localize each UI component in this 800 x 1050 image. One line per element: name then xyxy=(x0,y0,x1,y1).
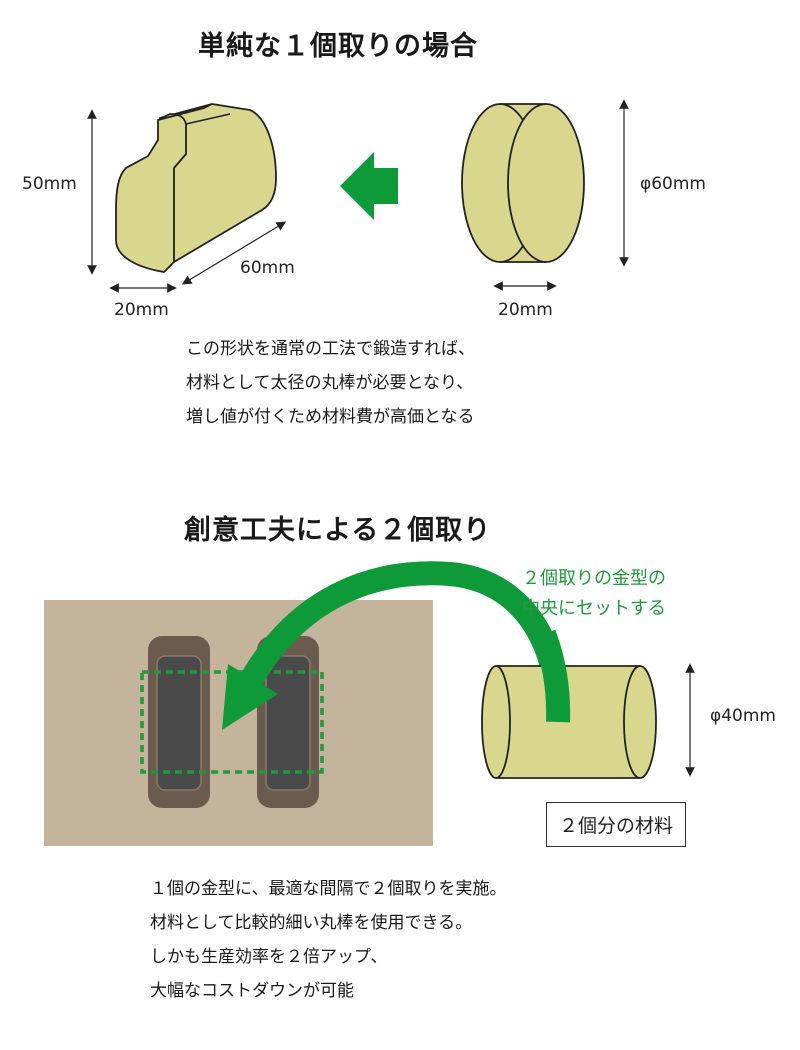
diameter-label-small: φ40mm xyxy=(710,706,776,726)
material-label-box: ２個分の材料 xyxy=(546,802,687,847)
section1-description: この形状を通常の工法で鍛造すれば、 材料として太径の丸棒が必要となり、 増し値が… xyxy=(186,332,475,434)
section2-line-1: １個の金型に、最適な間隔で２個取りを実施。 xyxy=(150,879,507,899)
section2-title: 創意工夫による２個取り xyxy=(184,515,492,546)
round-billet-large xyxy=(461,103,585,263)
section1-title: 単純な１個取りの場合 xyxy=(198,31,478,62)
section1-line-3: 増し値が付くため材料費が高価となる xyxy=(186,407,475,427)
note-line-1: ２個取りの金型の xyxy=(522,568,666,589)
section2-line-4: 大幅なコストダウンが可能 xyxy=(150,981,354,1001)
width-label-right: 20mm xyxy=(498,300,553,320)
curved-arrow-head xyxy=(222,664,278,730)
diameter-label-large: φ60mm xyxy=(640,174,706,194)
set-instruction-note: ２個取りの金型の 中央にセットする xyxy=(522,564,666,624)
curved-arrow-tail xyxy=(532,629,571,723)
section1-line-1: この形状を通常の工法で鍛造すれば、 xyxy=(186,339,475,359)
section2-description: １個の金型に、最適な間隔で２個取りを実施。 材料として比較的細い丸棒を使用できる… xyxy=(150,872,507,1008)
height-label: 50mm xyxy=(22,174,77,194)
forged-part-shape xyxy=(115,103,277,273)
die-cavity-right xyxy=(257,636,319,808)
note-line-2: 中央にセットする xyxy=(522,598,666,619)
die-cavity-left xyxy=(148,636,210,808)
length-label: 60mm xyxy=(240,258,295,278)
section1-line-2: 材料として太径の丸棒が必要となり、 xyxy=(186,373,474,393)
length-dimension-line xyxy=(181,221,287,285)
section2-line-2: 材料として比較的細い丸棒を使用できる。 xyxy=(150,913,473,933)
forging-die xyxy=(44,600,433,846)
width-label-left: 20mm xyxy=(114,300,169,320)
block-arrow-left xyxy=(340,152,398,220)
section2-line-3: しかも生産効率を２倍アップ、 xyxy=(150,947,388,967)
